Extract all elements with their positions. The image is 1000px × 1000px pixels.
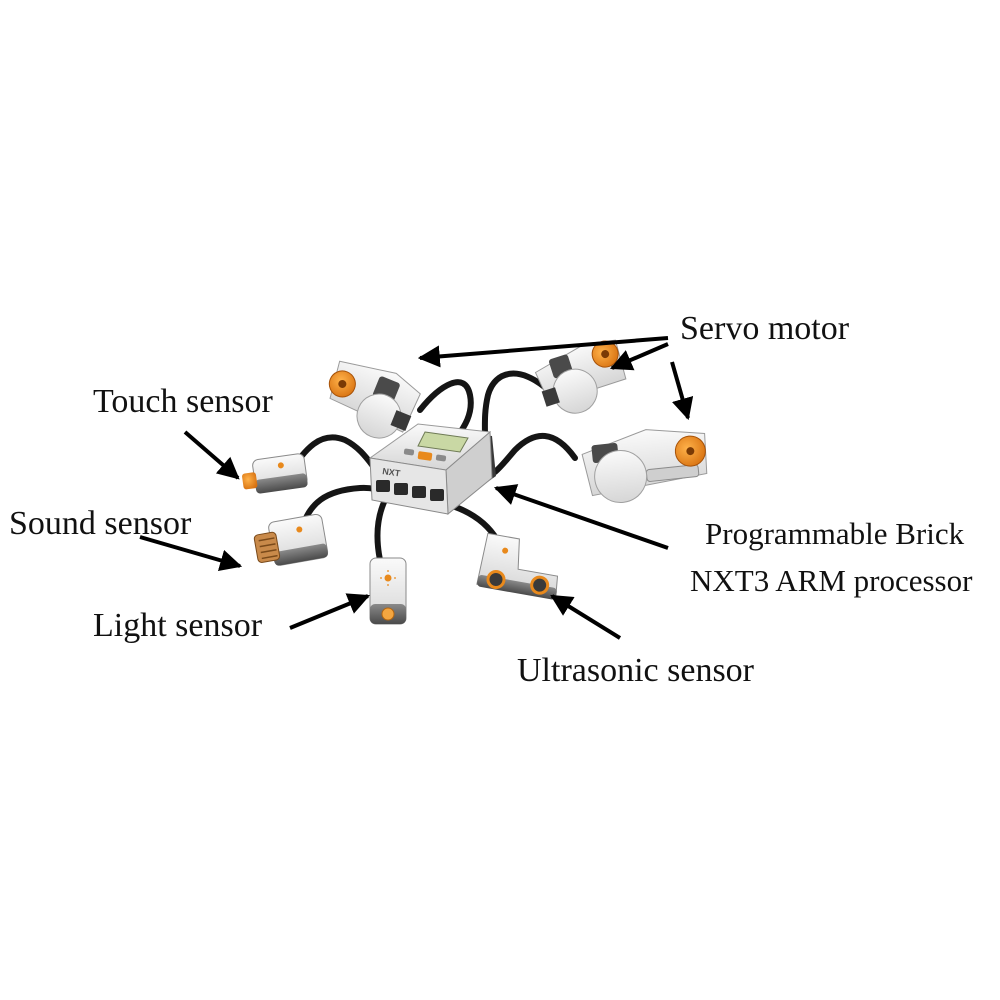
cable-motor-right (492, 433, 578, 475)
arrow-ultrasonic (550, 594, 622, 640)
nxt-brick: NXT (368, 423, 496, 516)
arrow-sound (139, 535, 243, 572)
arrow-servo-right (670, 361, 694, 421)
label-nxt3-arm-processor: NXT3 ARM processor (690, 563, 973, 598)
label-sound-sensor: Sound sensor (9, 505, 192, 542)
brick-logo: NXT (382, 466, 402, 478)
servo-motor-right (581, 429, 708, 504)
label-programmable-brick: Programmable Brick (705, 516, 965, 551)
sound-sensor-device (253, 513, 329, 566)
arrow-servo-left (417, 336, 669, 368)
arrow-brick (493, 484, 669, 550)
arrow-servo-middle (609, 342, 669, 371)
label-touch-sensor: Touch sensor (93, 383, 273, 420)
ultrasonic-sensor-device (476, 532, 559, 600)
cable-motor-left (417, 379, 474, 443)
arrow-touch (183, 430, 240, 480)
cable-motor-mid (481, 370, 551, 443)
label-light-sensor: Light sensor (93, 607, 263, 644)
touch-sensor-device (242, 453, 308, 494)
label-ultrasonic-sensor: Ultrasonic sensor (517, 652, 755, 689)
label-servo-motor: Servo motor (680, 310, 850, 347)
pointer-arrows (139, 336, 694, 640)
cable-light (374, 497, 388, 563)
arrow-light (289, 593, 371, 630)
light-sensor-device (369, 557, 407, 625)
servo-motor-left (328, 360, 421, 439)
